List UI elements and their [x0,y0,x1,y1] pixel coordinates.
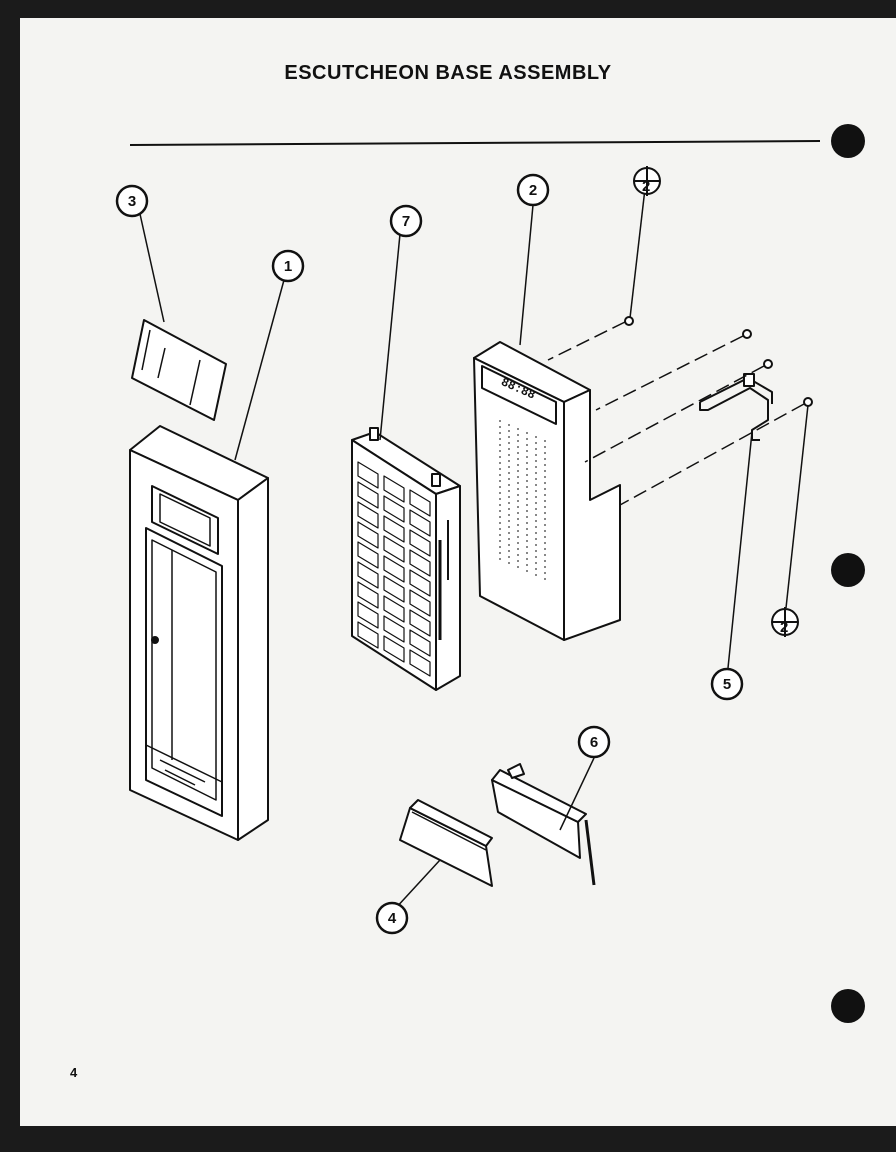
part-3-lens [131,319,227,421]
callout-1: 1 [271,249,305,283]
callout-3: 3 [115,184,149,218]
keypad-key [409,529,431,557]
part-7-keypad-board [351,427,461,691]
keypad-key [409,629,431,657]
keypad-key [409,569,431,597]
part-4-bezel [399,799,493,887]
part-6-handle [491,763,596,886]
keypad-key [357,461,379,489]
keypad-key [409,549,431,577]
scan-border-bottom [0,1126,896,1152]
scan-border-left [0,0,20,1152]
keypad-key [383,635,405,663]
callout-label-5: 5 [723,676,731,693]
keypad-key [357,581,379,609]
screws [624,316,813,407]
assembly-lines [547,321,805,506]
keypad-key [357,481,379,509]
keypad-key [383,535,405,563]
svg-text:2: 2 [642,178,650,195]
diagram-title: ESCUTCHEON BASE ASSEMBLY [284,62,612,84]
callout-label-1: 1 [284,258,292,275]
svg-text:2: 2 [780,619,788,636]
scan-border-top [0,0,896,18]
callout-7: 7 [389,204,423,238]
callout-6: 6 [577,725,611,759]
callout-label-3: 3 [128,193,136,210]
binder-hole-bottom [831,989,865,1023]
fastener-symbol-bottom: 2 [771,607,799,637]
keypad-key [357,541,379,569]
part-5-bracket [699,373,773,441]
keypad-key [383,575,405,603]
callout-5: 5 [710,667,744,701]
keypad-key [357,501,379,529]
keypad-key [409,649,431,677]
callout-label-7: 7 [402,213,410,230]
callout-label-6: 6 [590,734,598,751]
keypad-key [409,489,431,517]
keypad-key [409,589,431,617]
part-1-escutcheon-frame [129,425,269,841]
keypad-key [383,475,405,503]
keypad-key [383,615,405,643]
title-rule [129,140,821,146]
callout-label-4: 4 [388,910,397,927]
fastener-symbol-top: 2 [633,166,661,196]
callout-group: 1 2 3 4 5 6 7 [115,173,744,935]
callout-leaders [139,179,809,911]
keypad-key [357,621,379,649]
keypad-key [383,595,405,623]
keypad-key [383,555,405,583]
keypad-key [357,561,379,589]
callout-2: 2 [516,173,550,207]
callout-4: 4 [375,901,409,935]
keypad-key [409,509,431,537]
keypad-key [383,495,405,523]
callout-label-2: 2 [529,182,537,199]
binder-hole-middle [831,553,865,587]
keypad-key [383,515,405,543]
binder-hole-top [831,124,865,158]
keypad-key [357,601,379,629]
keypad-key [357,521,379,549]
page-number: 4 [70,1065,78,1080]
part-2-display-panel: 88:88 [473,341,621,641]
keypad-key [409,609,431,637]
